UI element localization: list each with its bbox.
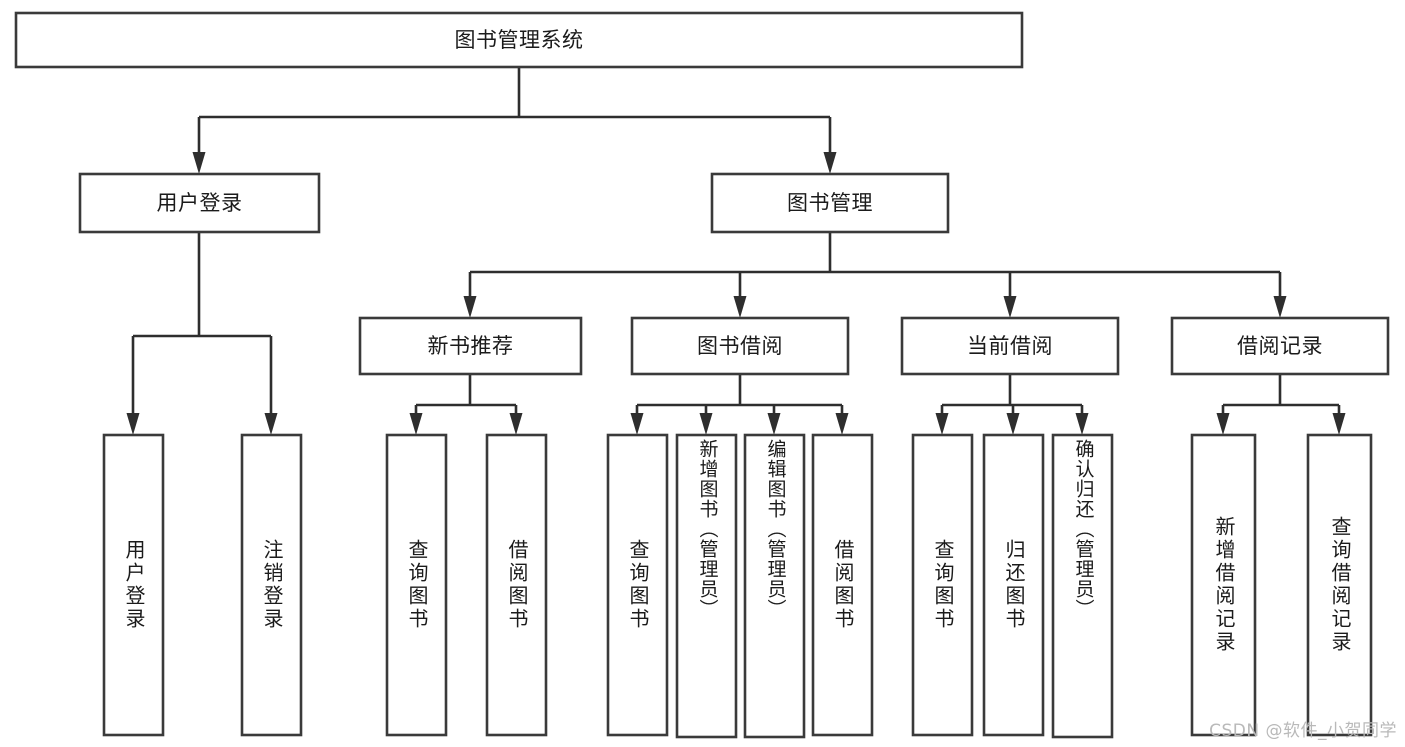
connector-c-bookmanage-split [463, 232, 1287, 318]
arrow-head-icon [192, 152, 206, 174]
node-label-root: 图书管理系统 [455, 28, 584, 52]
node-box-leaf-current-return-book[interactable] [982, 433, 1045, 737]
node-label-book-manage: 图书管理 [787, 191, 873, 215]
arrow-head-icon [126, 413, 140, 435]
connector-c-userlogin-split [126, 232, 278, 435]
arrow-head-icon [823, 152, 837, 174]
arrow-head-icon [699, 413, 713, 435]
arrow-head-icon [264, 413, 278, 435]
boxes-layer [14, 11, 1390, 739]
arrow-head-icon [835, 413, 849, 435]
node-box-leaf-record-query[interactable] [1306, 433, 1373, 737]
arrow-head-icon [1216, 413, 1230, 435]
arrow-head-icon [935, 413, 949, 435]
node-label-current-borrow: 当前借阅 [967, 334, 1053, 358]
connector-c-recommend-split [409, 374, 523, 435]
connector-c-root-split [192, 67, 837, 174]
node-box-leaf-borrow-edit-book[interactable] [743, 433, 806, 739]
arrow-head-icon [630, 413, 644, 435]
node-box-current-borrow[interactable] [900, 316, 1120, 376]
arrow-head-icon [1332, 413, 1346, 435]
node-label-new-book-recommend: 新书推荐 [428, 334, 514, 358]
node-box-leaf-borrow-query-book[interactable] [606, 433, 669, 737]
node-box-leaf-recommend-borrow-book[interactable] [485, 433, 548, 737]
node-box-book-borrow[interactable] [630, 316, 850, 376]
arrow-head-icon [733, 296, 747, 318]
node-box-root[interactable] [14, 11, 1024, 69]
node-box-leaf-user-logout[interactable] [240, 433, 303, 737]
node-box-leaf-current-confirm-return[interactable] [1051, 433, 1114, 739]
node-label-book-borrow: 图书借阅 [697, 334, 783, 358]
node-box-leaf-current-query-book[interactable] [911, 433, 974, 737]
connectors-layer [126, 67, 1346, 435]
node-box-leaf-borrow-add-book[interactable] [675, 433, 738, 739]
node-box-leaf-recommend-query-book[interactable] [385, 433, 448, 737]
node-box-leaf-borrow-borrow-book[interactable] [811, 433, 874, 737]
node-box-leaf-record-add[interactable] [1190, 433, 1257, 737]
arrow-head-icon [409, 413, 423, 435]
node-box-new-book-recommend[interactable] [358, 316, 583, 376]
connector-c-current-split [935, 374, 1089, 435]
arrow-head-icon [1075, 413, 1089, 435]
arrow-head-icon [509, 413, 523, 435]
connector-c-record-split [1216, 374, 1346, 435]
watermark-text: CSDN @软件_小贺同学 [1209, 721, 1397, 741]
arrow-head-icon [1273, 296, 1287, 318]
node-label-borrow-record: 借阅记录 [1237, 334, 1323, 358]
node-box-book-manage[interactable] [710, 172, 950, 234]
arrow-head-icon [767, 413, 781, 435]
node-box-user-login[interactable] [78, 172, 321, 234]
connector-c-borrow-split [630, 374, 849, 435]
node-box-leaf-user-login[interactable] [102, 433, 165, 737]
arrow-head-icon [1003, 296, 1017, 318]
node-label-user-login: 用户登录 [157, 191, 243, 215]
arrow-head-icon [1006, 413, 1020, 435]
arrow-head-icon [463, 296, 477, 318]
node-box-borrow-record[interactable] [1170, 316, 1390, 376]
